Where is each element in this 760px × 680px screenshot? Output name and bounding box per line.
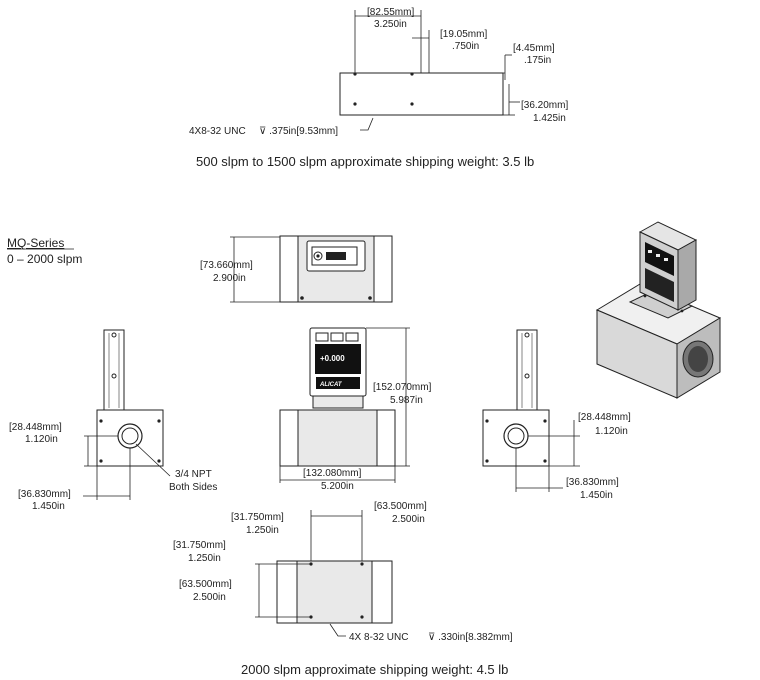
dim-d-in: 2.500in — [193, 592, 226, 603]
top-mount-hole — [410, 102, 414, 106]
dim-d-mm: [63.500mm] — [179, 579, 232, 590]
dim-b-in: 2.500in — [392, 514, 425, 525]
dim-left-depth-mm: [36.830mm] — [18, 489, 71, 500]
right-stem — [516, 329, 538, 413]
dim-right-depth-mm: [36.830mm] — [566, 477, 619, 488]
series-name: MQ-Series — [7, 236, 64, 250]
mq-front-view: +0.000 ALICAT [152.070mm] 5.987in [132.0… — [279, 327, 432, 492]
dim-hole-offset-mm: [19.05mm] — [440, 29, 487, 40]
dim-left-port-in: 1.120in — [25, 434, 58, 445]
dim-right-port-mm: [28.448mm] — [578, 412, 631, 423]
dim-front-height-mm: [152.070mm] — [373, 382, 432, 393]
front-brand: ALICAT — [319, 382, 343, 388]
series-range: 0 – 2000 slpm — [7, 252, 82, 266]
dim-width-mm: [82.55mm] — [367, 7, 414, 18]
mq-right-view: [28.448mm] 1.120in [36.830mm] 1.450in — [482, 329, 631, 501]
thread-note-a: 4X8-32 UNC — [189, 126, 246, 137]
mq-bottom-view: [63.500mm] 2.500in [31.750mm] 1.250in [3… — [173, 501, 513, 677]
mq-top-view: [73.660mm] 2.900in — [200, 235, 393, 303]
left-stem — [103, 329, 125, 413]
dim-right-depth-in: 1.450in — [580, 490, 613, 501]
caption-bottom: 2000 slpm approximate shipping weight: 4… — [241, 662, 508, 677]
dim-right-port-in: 1.120in — [595, 426, 628, 437]
dim-width-in: 3.250in — [374, 19, 407, 30]
dim-hole-offset-in: .750in — [452, 41, 479, 52]
dim-left-depth-in: 1.450in — [32, 501, 65, 512]
dim-hole-edge-mm: [4.45mm] — [513, 43, 555, 54]
bottom-thread-note-b: ⊽ .330in[8.382mm] — [428, 632, 513, 643]
dim-a-in: 1.250in — [246, 525, 279, 536]
dim-height-in: 1.425in — [533, 113, 566, 124]
bottom-thread-note-a: 4X 8-32 UNC — [349, 632, 408, 643]
dim-hole-edge-in: .175in — [524, 55, 551, 66]
top-bottom-view: [82.55mm] 3.250in [19.05mm] .750in [4.45… — [189, 7, 568, 169]
front-display-value: +0.000 — [320, 354, 345, 363]
thread-note-b: ⊽ .375in[9.53mm] — [259, 126, 338, 137]
top-mount-hole — [353, 72, 357, 76]
dim-height-mm: [36.20mm] — [521, 100, 568, 111]
dim-left-port-mm: [28.448mm] — [9, 422, 62, 433]
dim-c-mm: [31.750mm] — [173, 540, 226, 551]
caption-top: 500 slpm to 1500 slpm approximate shippi… — [196, 154, 534, 169]
port-note-b: Both Sides — [169, 482, 217, 493]
dim-front-width-in: 5.200in — [321, 481, 354, 492]
top-mount-hole — [410, 72, 414, 76]
dim-front-width-mm: [132.080mm] — [303, 468, 362, 479]
dim-a-mm: [31.750mm] — [231, 512, 284, 523]
mq-isometric-view — [595, 221, 722, 399]
top-body-outline — [339, 72, 504, 116]
dim-top-height-in: 2.900in — [213, 273, 246, 284]
top-mount-hole — [353, 102, 357, 106]
port-note-a: 3/4 NPT — [175, 469, 212, 480]
dim-c-in: 1.250in — [188, 553, 221, 564]
dim-top-height-mm: [73.660mm] — [200, 260, 253, 271]
dim-b-mm: [63.500mm] — [374, 501, 427, 512]
dim-front-height-in: 5.987in — [390, 395, 423, 406]
mq-left-view: [28.448mm] 1.120in [36.830mm] 1.450in 3/… — [9, 329, 217, 512]
